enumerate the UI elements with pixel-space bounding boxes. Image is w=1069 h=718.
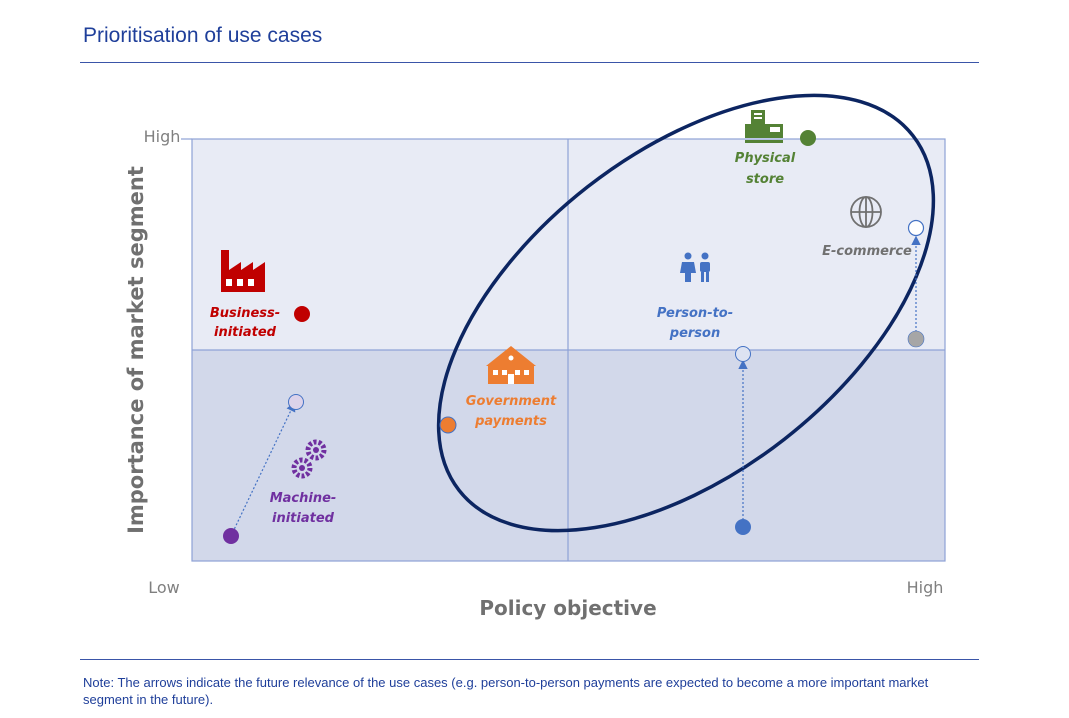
priority-ellipse xyxy=(436,93,936,533)
page-title: Prioritisation of use cases xyxy=(83,24,323,47)
factory-icon xyxy=(221,250,265,292)
x-axis-label: Policy objective xyxy=(479,596,656,620)
person-to-person-future-point xyxy=(735,346,751,362)
machine-initiated-label-line2: initiated xyxy=(272,511,335,526)
prioritisation-diagram: Importance of market segment High Low Hi… xyxy=(124,93,946,620)
government-payments-label-line1: Government xyxy=(466,394,557,409)
footnote: Note: The arrows indicate the future rel… xyxy=(83,675,929,707)
people-icon xyxy=(680,252,710,282)
person-to-person-label-line1: Person-to- xyxy=(657,306,733,321)
business-initiated-point xyxy=(294,306,310,322)
title-rule xyxy=(80,62,979,63)
physical-store-point xyxy=(800,130,816,146)
e-commerce-label: E-commerce xyxy=(822,244,912,259)
physical-store-label-line2: store xyxy=(746,172,784,187)
globe-icon xyxy=(850,196,882,228)
y-axis-high-label: High xyxy=(144,127,181,146)
e-commerce-future-point xyxy=(907,219,925,237)
physical-store-label-line1: Physical xyxy=(735,151,796,166)
government-payments-point xyxy=(439,416,457,434)
business-initiated-label-line1: Business- xyxy=(210,306,280,321)
machine-initiated-label-line1: Machine- xyxy=(270,491,337,506)
government-payments-label-line2: payments xyxy=(474,414,547,429)
machine-arrow xyxy=(230,401,296,537)
x-axis-low-label: Low xyxy=(148,578,180,597)
government-building-icon xyxy=(486,346,536,384)
e-commerce-point xyxy=(907,330,925,348)
note-rule xyxy=(80,659,979,660)
gears-icon xyxy=(291,439,327,479)
business-initiated-label-line2: initiated xyxy=(214,325,277,340)
machine-initiated-point xyxy=(223,528,239,544)
y-axis-label: Importance of market segment xyxy=(124,166,148,534)
x-axis-high-label: High xyxy=(907,578,944,597)
person-to-person-label-line2: person xyxy=(669,326,720,341)
machine-initiated-future-point xyxy=(288,394,304,410)
person-to-person-point xyxy=(735,519,751,535)
cash-register-icon xyxy=(745,110,783,143)
